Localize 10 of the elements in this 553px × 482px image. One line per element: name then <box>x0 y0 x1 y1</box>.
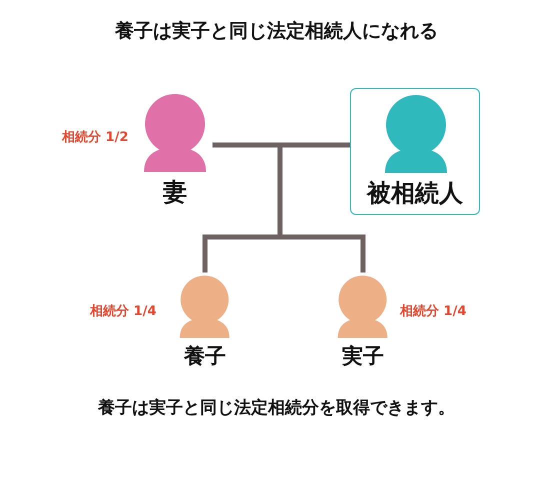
caption: 養子は実子と同じ法定相続分を取得できます。 <box>97 397 456 419</box>
person-label: 妻 <box>162 177 188 208</box>
inheritance-share-label: 相続分 1/4 <box>90 303 156 320</box>
person-label: 養子 <box>183 343 227 370</box>
title: 養子は実子と同じ法定相続人になれる <box>114 19 439 44</box>
inheritance-share-label: 相続分 1/4 <box>400 303 466 320</box>
person-label: 実子 <box>341 343 385 370</box>
person-label: 被相続人 <box>365 178 464 209</box>
highlighted-box <box>350 88 480 215</box>
inheritance-share-label: 相続分 1/2 <box>62 129 128 146</box>
